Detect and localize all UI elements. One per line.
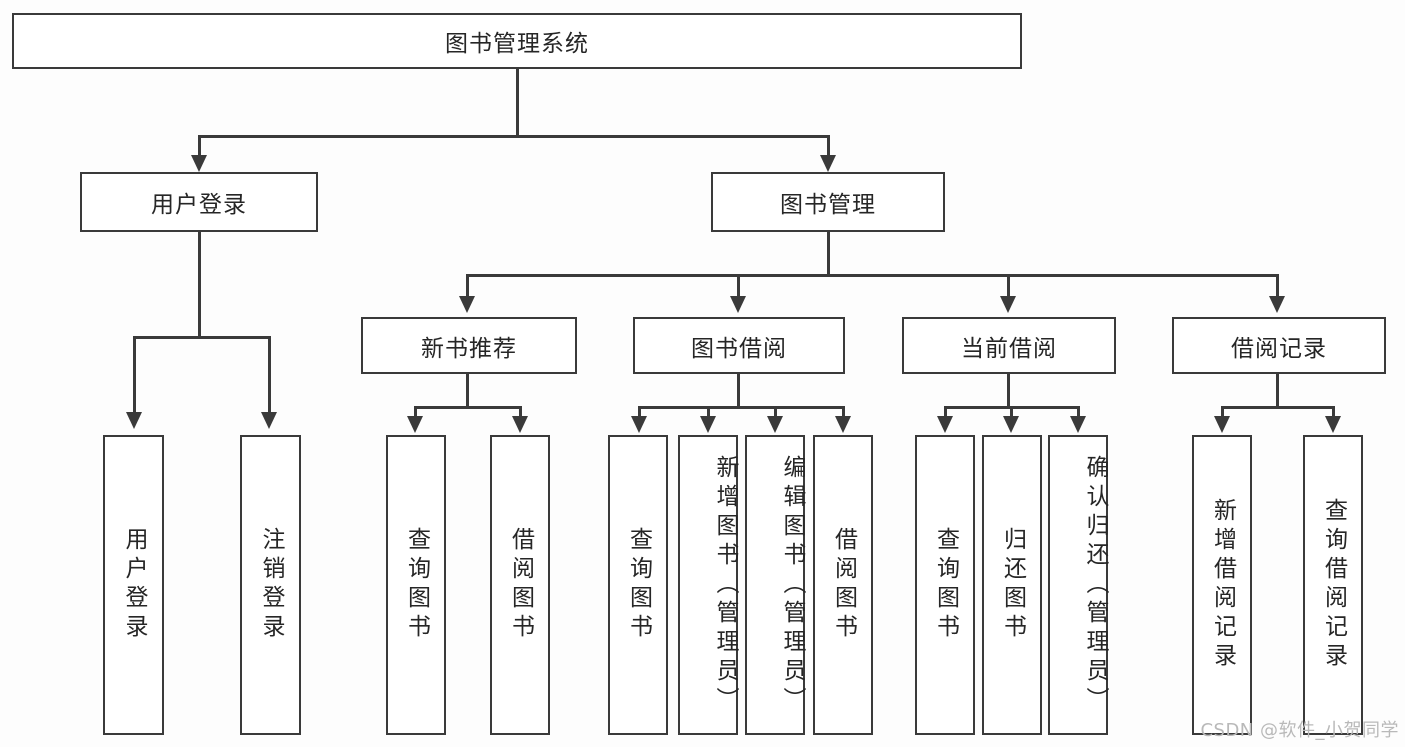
node-borrow-records[interactable]: 借阅记录 [1172, 317, 1386, 374]
arrowhead-user-login-leaf-1 [126, 412, 142, 429]
connector-bb-stem [737, 374, 740, 408]
arrowhead-to-current-borrow [1000, 296, 1016, 313]
connector-bb-drop-1 [638, 406, 641, 418]
watermark-text: CSDN @软件_小贺同学 [1200, 720, 1399, 741]
arrowhead-user-login-leaf-2 [261, 412, 277, 429]
connector-user-login-bar [133, 336, 270, 339]
connector-bm-drop-4 [1276, 274, 1279, 298]
leaf-cb-query-book[interactable]: 查询图书 [915, 435, 975, 735]
arrowhead-bb-leaf-1 [631, 416, 647, 433]
leaf-cb-confirm-return-admin[interactable]: 确认归还（管理员） [1048, 435, 1108, 735]
arrowhead-to-book-borrow [730, 296, 746, 313]
arrowhead-bb-leaf-4 [835, 416, 851, 433]
leaf-label: 确认归还（管理员） [1082, 454, 1108, 716]
arrowhead-to-borrow-records [1269, 296, 1285, 313]
leaf-label: 注销登录 [258, 527, 284, 643]
connector-nbr-stem [466, 374, 469, 408]
connector-book-management-stem [827, 232, 830, 276]
leaf-label: 查询借阅记录 [1320, 498, 1347, 672]
leaf-label: 借阅图书 [830, 527, 857, 643]
leaf-label: 借阅图书 [507, 527, 534, 643]
connector-book-management-bar [466, 274, 1278, 277]
connector-root-drop-2 [827, 135, 830, 157]
leaf-bb-borrow-book[interactable]: 借阅图书 [813, 435, 873, 735]
connector-user-login-stem [198, 232, 201, 338]
arrowhead-br-leaf-2 [1325, 416, 1341, 433]
connector-nbr-bar [414, 406, 521, 409]
connector-nbr-drop-1 [414, 406, 417, 418]
node-label: 借阅记录 [1231, 335, 1327, 362]
arrowhead-nbr-leaf-1 [407, 416, 423, 433]
connector-user-login-drop-2 [268, 336, 271, 414]
leaf-nbr-query-book[interactable]: 查询图书 [386, 435, 446, 735]
leaf-nbr-borrow-book[interactable]: 借阅图书 [490, 435, 550, 735]
arrowhead-nbr-leaf-2 [512, 416, 528, 433]
leaf-user-login-login[interactable]: 用户登录 [103, 435, 164, 735]
leaf-label: 新增借阅记录 [1209, 498, 1236, 672]
arrowhead-to-new-book-recommend [459, 296, 475, 313]
connector-cb-stem [1007, 374, 1010, 408]
leaf-label: 查询图书 [625, 527, 652, 643]
connector-br-drop-2 [1332, 406, 1335, 418]
leaf-bb-add-book-admin[interactable]: 新增图书（管理员） [678, 435, 738, 735]
leaf-br-query-record[interactable]: 查询借阅记录 [1303, 435, 1363, 735]
node-label: 图书管理系统 [445, 31, 589, 57]
leaf-bb-query-book[interactable]: 查询图书 [608, 435, 668, 735]
leaf-br-add-record[interactable]: 新增借阅记录 [1192, 435, 1252, 735]
connector-bb-drop-3 [774, 406, 777, 418]
node-label: 用户登录 [151, 192, 247, 218]
connector-br-bar [1221, 406, 1334, 409]
leaf-label: 用户登录 [121, 527, 147, 643]
node-label: 图书管理 [780, 192, 876, 218]
arrowhead-cb-leaf-2 [1003, 416, 1019, 433]
leaf-bb-edit-book-admin[interactable]: 编辑图书（管理员） [745, 435, 805, 735]
leaf-label: 查询图书 [932, 527, 959, 643]
leaf-label: 新增图书（管理员） [712, 454, 738, 716]
arrowhead-cb-leaf-1 [937, 416, 953, 433]
arrowhead-bb-leaf-3 [767, 416, 783, 433]
leaf-label: 归还图书 [999, 527, 1026, 643]
node-user-login[interactable]: 用户登录 [80, 172, 318, 232]
connector-user-login-drop-1 [133, 336, 136, 414]
node-label: 新书推荐 [421, 335, 517, 362]
connector-nbr-drop-2 [519, 406, 522, 418]
arrowhead-to-book-management [820, 155, 836, 172]
arrowhead-br-leaf-1 [1214, 416, 1230, 433]
connector-cb-drop-2 [1010, 406, 1013, 418]
connector-root-bar [198, 135, 829, 138]
node-root-book-management-system[interactable]: 图书管理系统 [12, 13, 1022, 69]
connector-root-stem [516, 69, 519, 137]
node-label: 图书借阅 [691, 335, 787, 362]
arrowhead-cb-leaf-3 [1070, 416, 1086, 433]
node-label: 当前借阅 [961, 335, 1057, 362]
connector-bm-drop-3 [1007, 274, 1010, 298]
connector-bb-drop-2 [707, 406, 710, 418]
connector-bm-drop-2 [737, 274, 740, 298]
node-book-management[interactable]: 图书管理 [711, 172, 945, 232]
connector-root-drop-1 [198, 135, 201, 157]
connector-bb-bar [638, 406, 844, 409]
connector-br-drop-1 [1221, 406, 1224, 418]
leaf-user-login-logout[interactable]: 注销登录 [240, 435, 301, 735]
node-current-borrow[interactable]: 当前借阅 [902, 317, 1116, 374]
connector-bb-drop-4 [842, 406, 845, 418]
node-new-book-recommend[interactable]: 新书推荐 [361, 317, 577, 374]
leaf-cb-return-book[interactable]: 归还图书 [982, 435, 1042, 735]
leaf-label: 编辑图书（管理员） [779, 454, 805, 716]
leaf-label: 查询图书 [403, 527, 430, 643]
connector-cb-drop-3 [1077, 406, 1080, 418]
connector-br-stem [1276, 374, 1279, 408]
connector-cb-drop-1 [944, 406, 947, 418]
connector-bm-drop-1 [466, 274, 469, 298]
arrowhead-bb-leaf-2 [700, 416, 716, 433]
node-book-borrow[interactable]: 图书借阅 [633, 317, 845, 374]
arrowhead-to-user-login [191, 155, 207, 172]
